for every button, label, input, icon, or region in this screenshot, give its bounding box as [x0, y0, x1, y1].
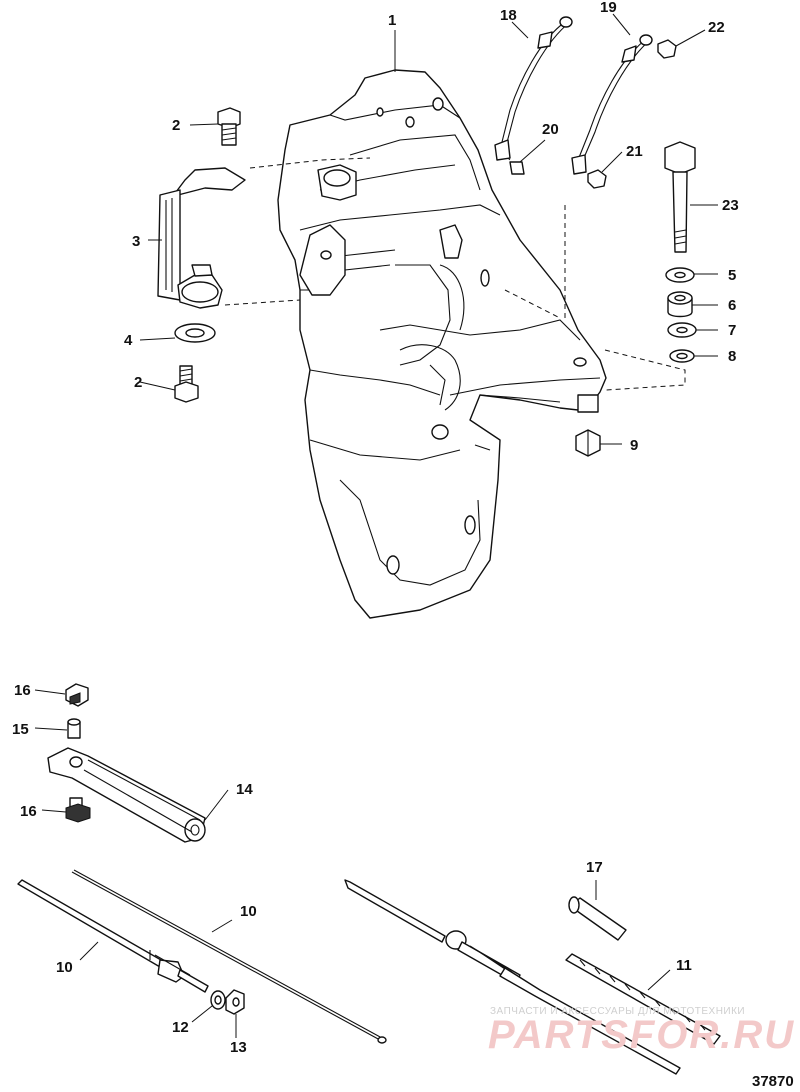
callout-2-lower: 2 — [134, 374, 142, 391]
nut-9 — [575, 429, 601, 457]
callout-19: 19 — [600, 0, 617, 16]
washer-5 — [665, 267, 695, 283]
spacer-6 — [667, 291, 693, 318]
screw-20 — [509, 161, 525, 175]
callout-14: 14 — [236, 781, 253, 798]
nut-22 — [657, 39, 677, 59]
reference-number: 37870 — [752, 1073, 794, 1090]
callout-8: 8 — [728, 348, 736, 365]
callout-10-left: 10 — [56, 959, 73, 976]
callout-21: 21 — [626, 143, 643, 160]
watermark: ЗАПЧАСТИ И АКСЕССУАРЫ ДЛЯ МОТОТЕХНИКИ PA… — [488, 1006, 795, 1057]
callout-16-lower: 16 — [20, 803, 37, 820]
washer-12 — [210, 990, 226, 1010]
bolt-23 — [664, 141, 696, 253]
transom-bracket — [277, 69, 607, 619]
ground-strap-18 — [494, 16, 573, 161]
nut-13 — [225, 989, 245, 1015]
callout-3: 3 — [132, 233, 140, 250]
callout-17: 17 — [586, 859, 603, 876]
callout-4: 4 — [124, 332, 133, 349]
steering-cable — [344, 879, 681, 1075]
callout-7: 7 — [728, 322, 736, 339]
bolt-2-upper — [217, 107, 241, 146]
watermark-brand: PARTSFOR.RU — [488, 1013, 795, 1057]
callout-labels: 1 2 2 3 4 5 6 7 8 9 10 10 11 12 13 14 15… — [12, 0, 739, 1056]
callout-22: 22 — [708, 19, 725, 36]
callout-18: 18 — [500, 7, 517, 24]
callout-11: 11 — [676, 957, 692, 974]
callout-23: 23 — [722, 197, 739, 214]
cable-10-wire — [71, 869, 387, 1044]
callout-12: 12 — [172, 1019, 189, 1036]
washer-4 — [174, 323, 216, 343]
tube-14 — [47, 747, 206, 843]
clip-3 — [157, 167, 246, 309]
callout-20: 20 — [542, 121, 559, 138]
callout-6: 6 — [728, 297, 736, 314]
callout-5: 5 — [728, 267, 736, 284]
washer-7 — [667, 322, 697, 338]
callout-1: 1 — [388, 12, 396, 29]
callout-16-upper: 16 — [14, 682, 31, 699]
nut-21 — [587, 169, 607, 189]
callout-13: 13 — [230, 1039, 247, 1056]
lockwasher-8 — [669, 349, 695, 363]
bolt-2-lower — [174, 365, 199, 403]
callout-10-right: 10 — [240, 903, 257, 920]
threaded-rod-11 — [565, 953, 721, 1045]
leader-lines — [34, 13, 718, 1038]
pin-15 — [67, 718, 81, 739]
ground-strap-19 — [571, 34, 653, 175]
callout-2-upper: 2 — [172, 117, 180, 134]
callout-9: 9 — [630, 437, 638, 454]
pin-17 — [568, 896, 627, 941]
screw-16-upper — [65, 683, 89, 707]
screw-16-lower — [65, 797, 91, 823]
watermark-caption: ЗАПЧАСТИ И АКСЕССУАРЫ ДЛЯ МОТОТЕХНИКИ — [490, 1006, 745, 1017]
cable-10-left — [17, 879, 209, 993]
callout-15: 15 — [12, 721, 29, 738]
